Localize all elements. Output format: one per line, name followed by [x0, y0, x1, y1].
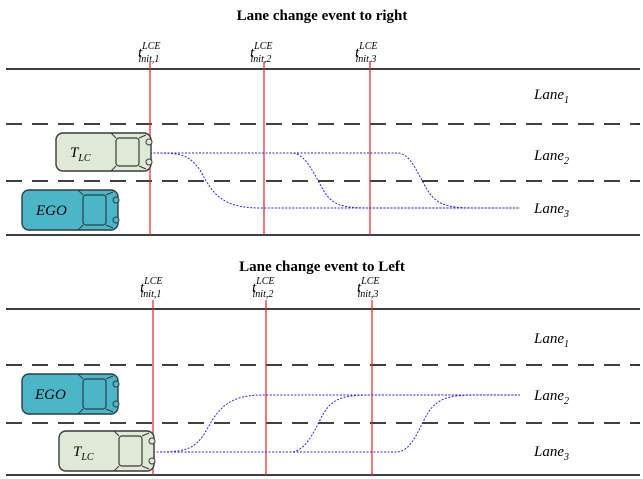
trajectory-3: [153, 394, 520, 453]
lane-label-3: Lane3: [533, 444, 569, 463]
headlight-icon: [112, 380, 120, 388]
vehicle-body: [21, 189, 119, 231]
headlight-icon: [112, 400, 120, 408]
lane-label-2: Lane2: [533, 388, 569, 407]
lane-label-1: Lane1: [533, 331, 569, 350]
ego-vehicle: EGO: [21, 189, 120, 231]
trajectory-1: [152, 394, 520, 453]
vehicle-body: [55, 132, 152, 172]
headlight-icon: [112, 216, 120, 224]
trajectory-3: [150, 152, 520, 209]
vehicle-windshield: [118, 435, 143, 467]
lane-change-vehicle: TLC: [58, 430, 156, 472]
headlight-icon: [112, 196, 120, 204]
vehicle-body: [58, 430, 155, 472]
vehicle-body: [21, 373, 119, 415]
trajectory-2: [153, 394, 520, 453]
vehicle-label: EGO: [34, 387, 66, 403]
vehicle-label: EGO: [35, 203, 67, 219]
vehicle-label: TLC: [73, 444, 94, 463]
headlight-icon: [148, 457, 156, 465]
headlight-icon: [145, 138, 153, 146]
ego-vehicle: EGO: [21, 373, 120, 415]
lane-label-1: Lane1: [533, 87, 569, 106]
lane-label-3: Lane3: [533, 201, 569, 220]
trajectory-1: [149, 152, 520, 209]
vehicle-windshield: [115, 137, 140, 167]
vehicle-windshield: [82, 378, 107, 410]
lane-label-2: Lane2: [533, 148, 569, 167]
lane-change-vehicle: TLC: [55, 132, 153, 172]
vehicle-label: TLC: [70, 145, 91, 164]
vehicle-windshield: [82, 194, 107, 226]
panel-title: Lane change event to right: [237, 8, 408, 24]
panel-title: Lane change event to Left: [239, 259, 405, 275]
trajectory-2: [150, 152, 520, 209]
headlight-icon: [145, 158, 153, 166]
headlight-icon: [148, 437, 156, 445]
